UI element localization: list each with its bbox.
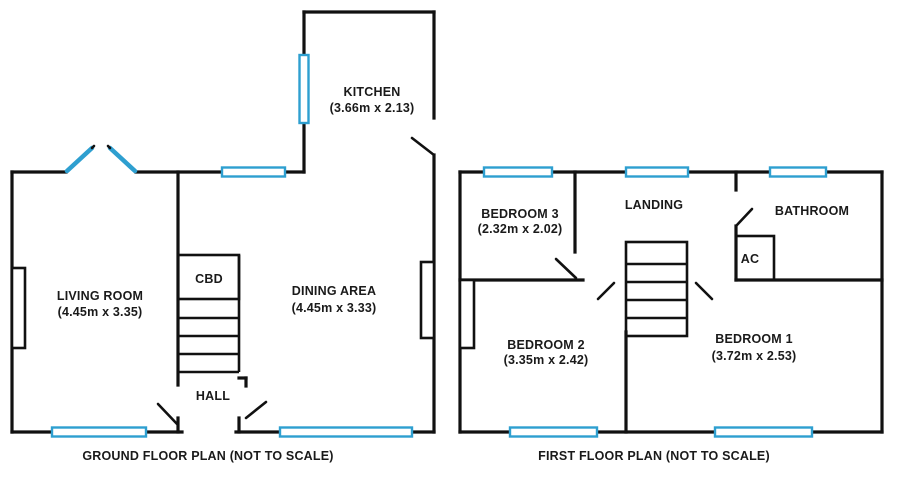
cupboard-label: CBD (195, 272, 223, 286)
first-floor-doors (554, 207, 754, 301)
ground-floor-doors (156, 136, 436, 427)
ground-floor-windows (50, 53, 414, 438)
window (278, 426, 414, 438)
hall-label: HALL (196, 389, 230, 403)
window (768, 166, 828, 178)
first-floor-caption: FIRST FLOOR PLAN (NOT TO SCALE) (538, 449, 770, 463)
dining-area-label: DINING AREA (292, 284, 376, 298)
window (482, 166, 554, 178)
kitchen-dims: (3.66m x 2.13) (330, 101, 415, 115)
bathroom-label: BATHROOM (775, 204, 849, 218)
window (298, 53, 310, 125)
living-room-dims: (4.45m x 3.35) (58, 305, 143, 319)
ground-floor-stairs (176, 253, 241, 374)
kitchen-label: KITCHEN (344, 85, 401, 99)
ground-floor-walls (10, 10, 436, 434)
first-floor-windows (482, 166, 828, 438)
window (50, 426, 148, 438)
ground-floor-plan: KITCHEN (3.66m x 2.13) LIVING ROOM (4.45… (10, 10, 436, 463)
first-floor-stairs (624, 240, 689, 338)
chimney-breast (10, 266, 27, 350)
bedroom-2-dims: (3.35m x 2.42) (504, 353, 589, 367)
bedroom-3-dims: (2.32m x 2.02) (478, 222, 563, 236)
french-door-left (64, 145, 95, 174)
living-room-label: LIVING ROOM (57, 289, 143, 303)
landing-label: LANDING (625, 198, 683, 212)
bedroom-3-label: BEDROOM 3 (481, 207, 559, 221)
bedroom-1-dims: (3.72m x 2.53) (712, 349, 797, 363)
ground-floor-caption: GROUND FLOOR PLAN (NOT TO SCALE) (82, 449, 333, 463)
airing-cupboard-label: AC (741, 252, 759, 266)
bedroom-2-label: BEDROOM 2 (507, 338, 585, 352)
window (624, 166, 690, 178)
window (713, 426, 814, 438)
french-door-right (107, 145, 138, 174)
window (220, 166, 287, 178)
window (508, 426, 599, 438)
chimney-breast (458, 278, 476, 350)
dining-area-dims: (4.45m x 3.33) (292, 301, 377, 315)
bedroom-1-label: BEDROOM 1 (715, 332, 793, 346)
chimney-breast (419, 260, 436, 340)
first-floor-plan: BEDROOM 3 (2.32m x 2.02) LANDING BATHROO… (458, 166, 884, 463)
